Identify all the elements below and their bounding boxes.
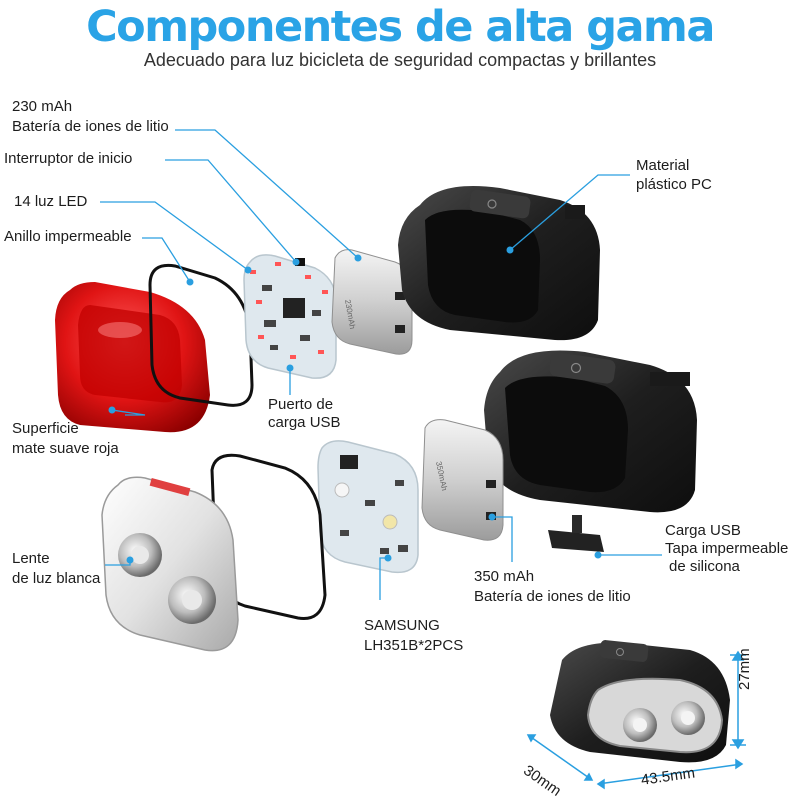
dimension-height: 27mm	[736, 648, 753, 690]
label-start-switch: Interruptor de inicio	[4, 150, 133, 167]
red-lens-part	[55, 282, 210, 433]
label-led-count: 14 luz LED	[14, 193, 88, 210]
dimension-lines	[526, 650, 746, 790]
label-usb-cap-line3: de silicona	[669, 558, 740, 575]
battery-350mah: 350mAh	[421, 419, 504, 541]
label-usb-port-line2: carga USB	[268, 414, 341, 431]
label-white-lens: Lente	[12, 550, 50, 567]
label-battery-350-desc: Batería de iones de litio	[474, 588, 631, 605]
led-circuit-board-top	[243, 254, 337, 379]
label-samsung: SAMSUNG	[364, 617, 440, 634]
label-pc-material-line2: plástico PC	[636, 176, 712, 193]
black-housing-top	[398, 186, 600, 341]
callout-dots	[108, 246, 602, 564]
label-red-surface: Superficie	[12, 420, 79, 437]
usb-silicone-cap	[548, 515, 604, 552]
label-pc-material: Material	[636, 157, 690, 174]
label-battery-230: 230 mAh	[12, 98, 73, 115]
page-title: Componentes de alta gama	[86, 2, 715, 52]
page-subtitle: Adecuado para luz bicicleta de seguridad…	[143, 50, 657, 70]
callout-lines	[100, 129, 662, 600]
label-samsung-model: LH351B*2PCS	[364, 637, 464, 654]
waterproof-ring-top	[148, 263, 254, 407]
label-battery-350: 350 mAh	[474, 568, 535, 585]
black-housing-bottom	[484, 350, 697, 513]
label-usb-cap: Carga USB	[665, 522, 741, 539]
label-usb-cap-line2: Tapa impermeable	[665, 540, 789, 557]
label-battery-230-desc: Batería de iones de litio	[12, 118, 169, 135]
label-red-surface-line2: mate suave roja	[12, 440, 119, 457]
label-white-lens-line2: de luz blanca	[12, 570, 101, 587]
led-circuit-board-bottom	[317, 440, 419, 574]
assembled-light	[550, 640, 730, 763]
label-waterproof-ring: Anillo impermeable	[4, 228, 132, 245]
label-usb-port: Puerto de	[268, 396, 334, 413]
clear-lens-part	[101, 476, 239, 652]
battery-230mah: 230mAh	[331, 249, 413, 355]
